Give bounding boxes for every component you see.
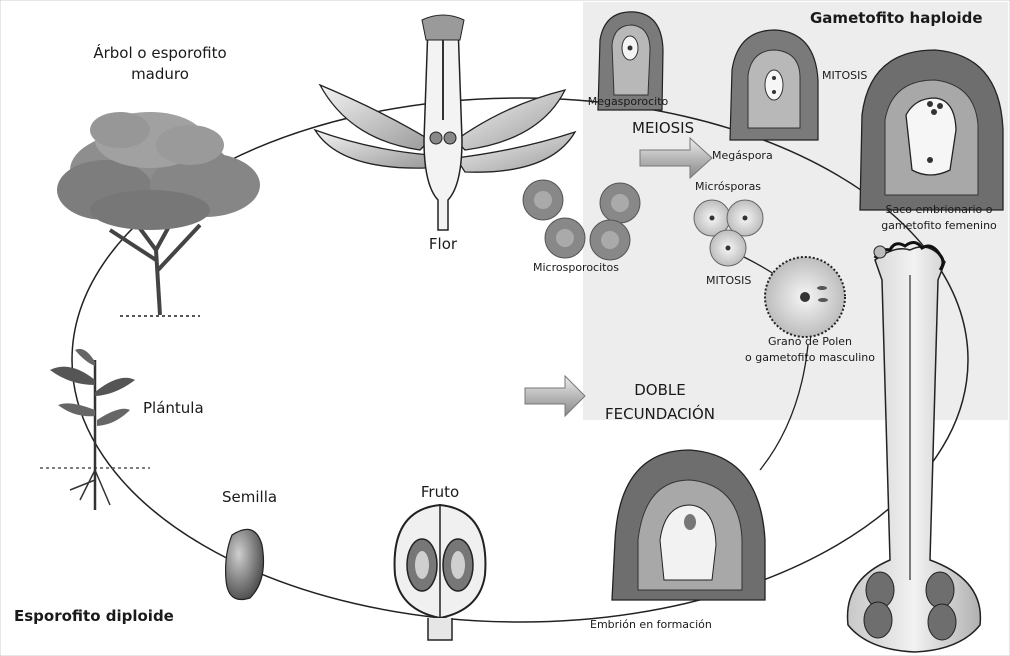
seed-icon [226,529,264,599]
megaspore-icon [730,30,818,140]
label-megasporocyte: Megasporocito [568,96,688,109]
label-double: DOBLE [595,382,725,399]
pollen-grain-icon [765,257,845,337]
label-flower: Flor [403,236,483,253]
label-seed: Semilla [222,489,277,506]
label-fruit: Fruto [400,484,480,501]
label-seedling: Plántula [143,400,204,417]
embryo-sac-icon [860,50,1003,210]
microsporocytes-icon [523,180,640,260]
tree-icon [57,112,260,316]
label-embryo-sac-line1: Saco embrionario o [868,204,1010,217]
label-meiosis: MEIOSIS [632,120,694,137]
label-mitosis-top: MITOSIS [822,70,867,83]
seedling-icon [40,349,150,510]
label-tree-line1: Árbol o esporofito [60,45,260,62]
label-fertilization: FECUNDACIÓN [595,406,725,423]
label-embryo-sac-line2: gametofito femenino [868,220,1010,233]
label-pollen-line2: o gametofito masculino [730,352,890,365]
forming-embryo-icon [612,450,765,600]
label-megaspore: Megáspora [712,150,773,163]
fertilization-arrow [525,376,585,416]
label-microspores: Micrósporas [695,181,761,194]
label-pollen-line1: Grano de Polen [730,336,890,349]
label-forming-embryo: Embrión en formación [590,619,712,632]
fruit-icon [395,505,486,640]
label-haploid-gametophyte: Gametofito haploide [810,10,983,27]
label-diploid-sporophyte: Esporofito diploide [14,608,174,625]
label-microsporocytes: Microsporocitos [533,262,619,275]
label-tree-line2: maduro [60,66,260,83]
label-mitosis-mid: MITOSIS [706,275,751,288]
